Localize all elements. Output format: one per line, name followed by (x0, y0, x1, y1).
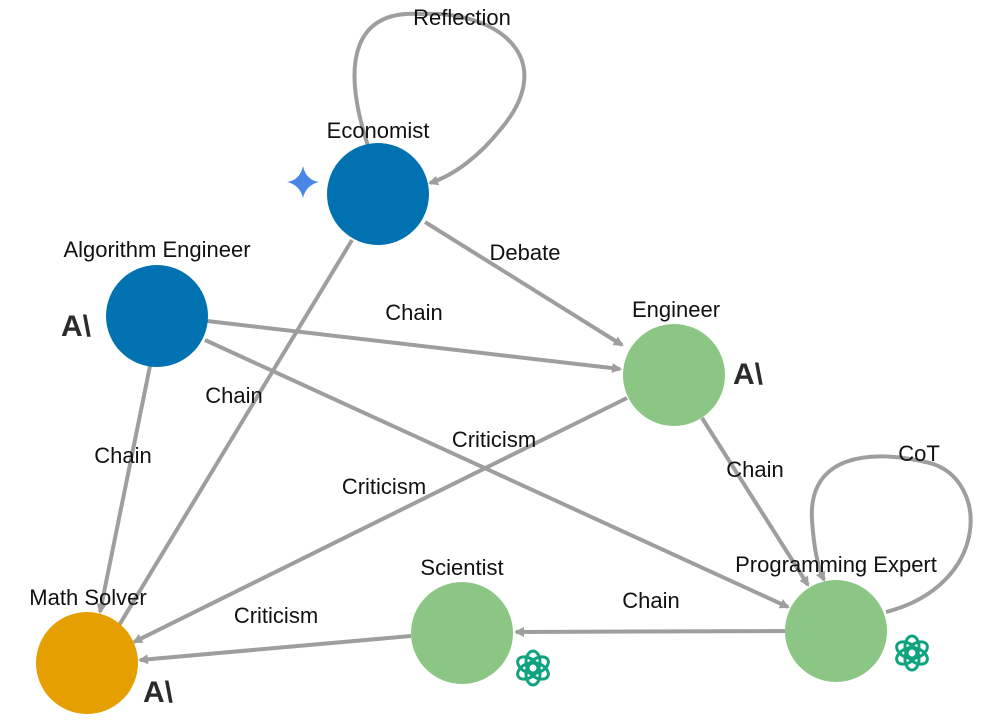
edge-label-criticism-engineer-math: Criticism (342, 474, 426, 499)
node-economist[interactable] (327, 143, 429, 245)
openai-logo-icon (895, 634, 929, 672)
edge-label-criticism-scientist-math: Criticism (234, 603, 318, 628)
edge-label-chain-economist-math: Chain (205, 383, 262, 408)
edge-algorithm-engineer-programming-expert (204, 338, 790, 609)
node-label-engineer: Engineer (632, 297, 720, 322)
edge-label-cot: CoT (898, 441, 940, 466)
edges-layer (96, 11, 973, 665)
gemini-sparkle-icon (287, 166, 319, 198)
node-label-economist: Economist (327, 118, 430, 143)
node-label-math-solver: Math Solver (29, 585, 146, 610)
edge-engineer-math-solver (132, 396, 628, 644)
node-scientist[interactable] (411, 582, 513, 684)
edge-engineer-programming-expert (700, 416, 810, 587)
edge-label-reflection: Reflection (413, 5, 511, 30)
node-label-algorithm-engineer: Algorithm Engineer (63, 237, 250, 262)
edge-label-chain-prog-scientist: Chain (622, 588, 679, 613)
edge-label-chain-algo-engineer: Chain (385, 300, 442, 325)
openai-logo-icon (516, 649, 550, 687)
node-algorithm-engineer[interactable] (106, 265, 208, 367)
model-logos-layer: A\ A\ A\ (61, 166, 929, 709)
edge-scientist-math-solver (138, 634, 412, 665)
edge-programming-expert-scientist (514, 626, 786, 637)
anthropic-logo-icon: A\ (143, 676, 174, 709)
node-labels-layer: Economist Algorithm Engineer Engineer Ma… (29, 118, 937, 610)
anthropic-logo-icon: A\ (61, 310, 92, 343)
node-engineer[interactable] (623, 324, 725, 426)
edge-algorithm-engineer-math-solver (96, 365, 152, 614)
edge-label-criticism-algo-prog: Criticism (452, 427, 536, 452)
edge-label-debate: Debate (490, 240, 561, 265)
node-programming-expert[interactable] (785, 580, 887, 682)
node-label-scientist: Scientist (420, 555, 503, 580)
edge-label-chain-algo-math: Chain (94, 443, 151, 468)
edge-economist-engineer (423, 220, 624, 347)
anthropic-logo-icon: A\ (733, 358, 764, 391)
edge-economist-math-solver (113, 238, 354, 634)
edge-label-chain-engineer-prog: Chain (726, 457, 783, 482)
edge-programming-expert-cot-loop (809, 454, 973, 614)
node-math-solver[interactable] (36, 612, 138, 714)
edge-algorithm-engineer-engineer (206, 319, 622, 374)
edge-economist-reflection-loop (352, 11, 527, 186)
edge-labels-layer: Reflection Debate Chain Chain Chain Crit… (94, 5, 940, 628)
nodes-layer (36, 143, 887, 714)
node-label-programming-expert: Programming Expert (735, 552, 937, 577)
